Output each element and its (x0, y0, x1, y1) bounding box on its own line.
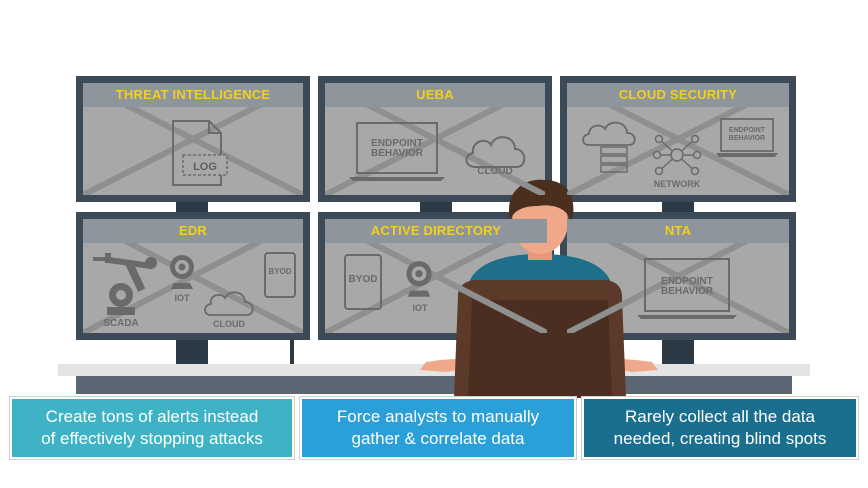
caption-line: needed, creating blind spots (613, 429, 827, 448)
cloud-icon (465, 136, 526, 168)
screen: UEBA ENDPOINT BEHAVIOR CLOUD (325, 83, 545, 195)
monitor-title: UEBA (325, 83, 545, 107)
cloud-label: CLOUD (477, 166, 513, 177)
byod-label: BYOD (348, 274, 378, 285)
monitor-title: CLOUD SECURITY (567, 83, 789, 107)
byod-label: BYOD (268, 267, 292, 276)
iot-label: IOT (412, 303, 428, 313)
monitor-threat-intelligence: THREAT INTELLIGENCE LOG (76, 76, 310, 202)
robot-arm-icon (93, 253, 157, 315)
network-label: NETWORK (653, 179, 701, 189)
cloud-server-icon (582, 121, 636, 173)
analyst-hair (508, 179, 574, 222)
endpoint-behavior-label: ENDPOINT BEHAVIOR (728, 127, 766, 142)
monitor-stand (176, 200, 208, 214)
monitor-stand (662, 200, 694, 214)
document-icon (172, 120, 228, 186)
tablet-icon (344, 254, 382, 310)
cloud-label: CLOUD (213, 319, 245, 329)
monitor-nta: NTA ENDPOINT BEHAVIOR (560, 212, 796, 340)
caption-line: Create tons of alerts instead (45, 407, 259, 426)
cable (290, 338, 294, 366)
caption-alerts: Create tons of alerts instead of effecti… (9, 396, 295, 460)
monitor-cloud-security: CLOUD SECURITY NETWORK (560, 76, 796, 202)
screen: THREAT INTELLIGENCE LOG (83, 83, 303, 195)
scada-label: SCADA (103, 318, 139, 329)
monitor-edr: EDR SCADA IOT (76, 212, 310, 340)
screen: EDR SCADA IOT (83, 219, 303, 333)
tablet-icon (264, 252, 296, 298)
chair-cushion (468, 300, 612, 398)
network-icon (652, 134, 702, 176)
monitor-title: EDR (83, 219, 303, 243)
monitor-active-directory: ACTIVE DIRECTORY BYOD IOT (318, 212, 554, 340)
caption-line: gather & correlate data (351, 429, 525, 448)
laptop-icon (716, 118, 778, 157)
caption-blind-spots: Rarely collect all the data needed, crea… (581, 396, 859, 460)
monitor-title: NTA (567, 219, 789, 243)
monitor-stand (420, 200, 452, 214)
monitor-title: ACTIVE DIRECTORY (325, 219, 547, 243)
endpoint-behavior-label: ENDPOINT BEHAVIOR (660, 276, 714, 297)
webcam-icon (170, 255, 194, 289)
caption-line: Force analysts to manually (336, 407, 540, 426)
laptop-icon (637, 258, 737, 319)
cloud-icon (204, 291, 254, 316)
endpoint-behavior-label: ENDPOINT BEHAVIOR (370, 138, 424, 159)
monitor-stand (176, 338, 208, 366)
monitor-ueba: UEBA ENDPOINT BEHAVIOR CLOUD (318, 76, 552, 202)
log-label: LOG (193, 161, 217, 173)
laptop-icon (349, 122, 445, 181)
screen: CLOUD SECURITY NETWORK (567, 83, 789, 195)
caption-manual-correlation: Force analysts to manually gather & corr… (299, 396, 577, 460)
caption-line: of effectively stopping attacks (41, 429, 263, 448)
screen: NTA ENDPOINT BEHAVIOR (567, 219, 789, 333)
webcam-icon (406, 261, 432, 297)
monitor-title: THREAT INTELLIGENCE (83, 83, 303, 107)
monitor-stand (662, 338, 694, 366)
screen: ACTIVE DIRECTORY BYOD IOT (325, 219, 547, 333)
iot-label: IOT (174, 293, 190, 303)
caption-line: Rarely collect all the data (625, 407, 815, 426)
